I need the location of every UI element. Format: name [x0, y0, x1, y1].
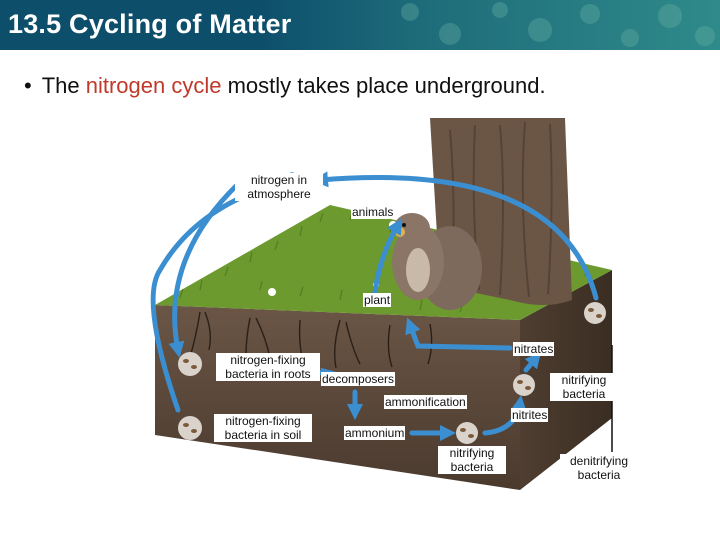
- bacteria-icon-roots: [178, 352, 202, 376]
- bacteria-icon-soil: [178, 416, 202, 440]
- label-nitrifying-bacteria-right: nitrifying bacteria: [550, 373, 618, 401]
- label-plant: plant: [363, 293, 391, 307]
- bacteria-icon-denitrifying: [584, 302, 606, 324]
- label-denitrifying-bacteria: denitrifying bacteria: [560, 454, 638, 482]
- bacteria-icon-ammonium: [456, 422, 478, 444]
- bacteria-icon-nitrites: [513, 374, 535, 396]
- label-decomposers: decomposers: [321, 372, 395, 386]
- label-nitrites: nitrites: [511, 408, 548, 422]
- label-nitrogen-fixing-soil: nitrogen-fixing bacteria in soil: [214, 414, 312, 442]
- label-animals: animals: [351, 205, 394, 219]
- label-nitrogen-fixing-roots: nitrogen-fixing bacteria in roots: [216, 353, 320, 381]
- label-nitrifying-bacteria-bottom: nitrifying bacteria: [438, 446, 506, 474]
- label-nitrogen-atmosphere: nitrogen in atmosphere: [235, 173, 323, 201]
- label-ammonification: ammonification: [384, 395, 467, 409]
- label-ammonium: ammonium: [344, 426, 405, 440]
- label-nitrates: nitrates: [513, 342, 554, 356]
